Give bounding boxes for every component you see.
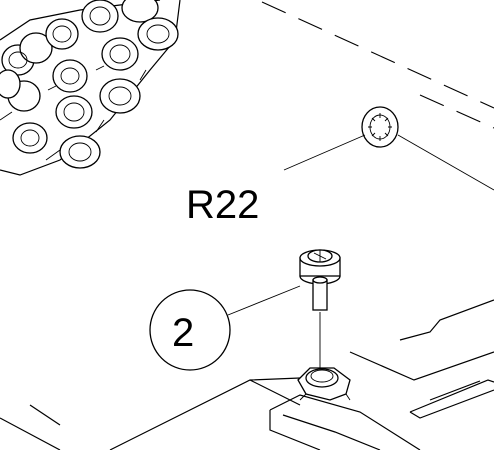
connector-cluster-icon	[0, 0, 181, 176]
callout-leader-r22	[283, 134, 494, 191]
boss-icon	[297, 367, 351, 401]
item-number-callout: 2	[149, 285, 301, 371]
washer-icon	[361, 106, 399, 148]
ref-code-label: R22	[186, 183, 259, 227]
screw-icon	[299, 249, 341, 368]
item-number-label: 2	[172, 311, 194, 355]
